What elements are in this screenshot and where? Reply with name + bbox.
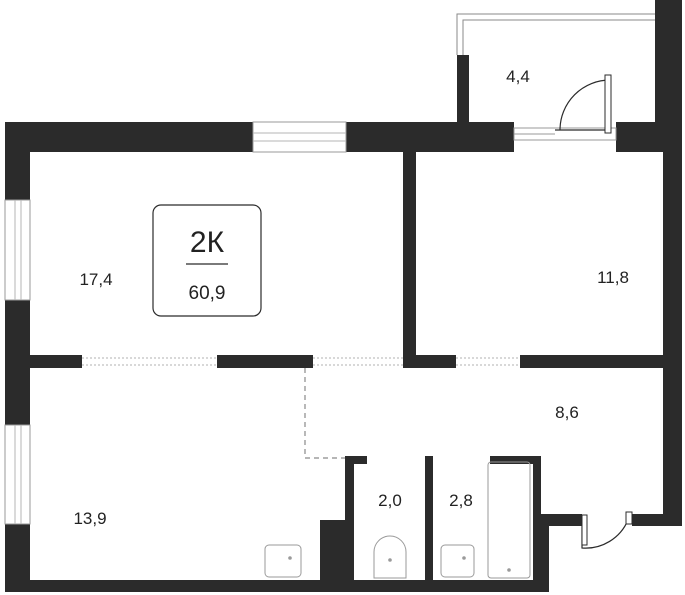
- wall-toilet-top: [345, 456, 367, 464]
- wall-right-bottom-stub: [632, 514, 682, 526]
- room-area-balcony: 4,4: [506, 67, 530, 86]
- entrance-door[interactable]: [581, 511, 633, 549]
- kitchen-zone-boundary: [304, 368, 345, 459]
- wall-right-top: [655, 0, 682, 152]
- wall-interior-c: [403, 355, 456, 368]
- window-glass-lines: [14, 132, 346, 524]
- wall-interior-b: [217, 355, 313, 368]
- wall-top-middle: [346, 122, 514, 152]
- total-area: 60,9: [189, 283, 226, 304]
- wall-bottom-stub: [541, 514, 582, 526]
- room-area-living-room: 17,4: [79, 270, 112, 289]
- walls: [5, 0, 682, 592]
- wall-interior-d: [520, 355, 663, 368]
- wall-bottom: [5, 580, 541, 592]
- fixtures: [264, 461, 531, 579]
- wall-right: [663, 150, 682, 525]
- window-left-upper: [4, 199, 31, 301]
- bathtub: [487, 461, 531, 579]
- balcony-door[interactable]: [513, 74, 617, 141]
- balcony-wall: [457, 55, 469, 125]
- wall-top-left: [5, 122, 253, 152]
- apartment-type: 2К: [190, 226, 225, 259]
- badge-frame: [152, 204, 262, 317]
- wall-bath-left: [425, 456, 433, 582]
- room-area-toilet: 2,0: [378, 491, 402, 510]
- sink-bedroom: [264, 544, 302, 578]
- wall-bath-top: [490, 456, 540, 464]
- area-badge: 2К 60,9: [152, 204, 262, 317]
- wall-bath-right: [533, 456, 541, 582]
- wall-bottom-post: [541, 514, 549, 592]
- wall-partition-vertical: [403, 152, 416, 357]
- wall-toilet-left: [345, 456, 354, 582]
- fixture-drains: [288, 556, 511, 572]
- wall-left-upper: [5, 122, 30, 200]
- room-area-bedroom-right: 11,8: [597, 268, 629, 287]
- wall-interior-a: [30, 355, 82, 368]
- window-top: [252, 121, 347, 153]
- wall-left-middle: [5, 300, 30, 425]
- window-left-lower: [4, 424, 31, 525]
- sink-bathroom: [440, 544, 475, 578]
- toilet-bowl: [373, 535, 407, 579]
- room-labels: 4,4 17,4 11,8 13,9 8,6 2,0 2,8: [73, 67, 628, 528]
- windows: [4, 121, 347, 525]
- wall-bedroom-corner: [320, 520, 348, 582]
- room-area-bathroom: 2,8: [449, 491, 473, 510]
- interior-openings: [82, 357, 520, 366]
- balcony-railing: [456, 13, 655, 55]
- room-area-hallway: 8,6: [555, 403, 579, 422]
- room-area-bedroom-left: 13,9: [73, 509, 106, 528]
